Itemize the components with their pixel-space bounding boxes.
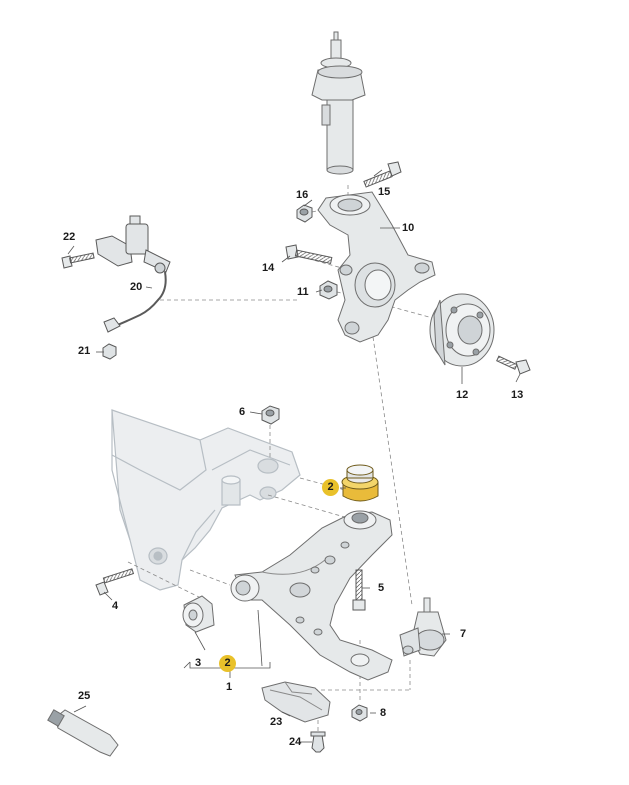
- nut-6: [261, 405, 280, 425]
- label-8: 8: [380, 707, 387, 719]
- label-3: 3: [195, 657, 202, 669]
- label-24: 24: [289, 736, 302, 748]
- bolt-14: [285, 244, 333, 265]
- label-13: 13: [511, 389, 524, 401]
- nut-16: [296, 204, 313, 223]
- label-4: 4: [112, 600, 119, 612]
- label-5: 5: [378, 582, 385, 594]
- label-25: 25: [78, 690, 91, 702]
- bolt-15: [363, 161, 402, 188]
- level-sensor: [95, 215, 171, 333]
- label-2b-highlighted: 2: [219, 655, 236, 672]
- nut-21: [102, 343, 117, 360]
- label-2-highlighted: 2: [322, 479, 339, 496]
- label-11: 11: [297, 286, 309, 298]
- nut-8: [351, 704, 368, 722]
- label-21: 21: [78, 345, 91, 357]
- label-23: 23: [270, 716, 283, 728]
- bushing-3: [182, 595, 215, 633]
- shield-plate: [261, 681, 331, 723]
- wheel-hub: [429, 293, 495, 367]
- control-arm: [230, 510, 393, 681]
- clip-24: [310, 731, 326, 753]
- subframe: [111, 409, 301, 591]
- label-15: 15: [378, 186, 391, 198]
- label-1: 1: [226, 681, 233, 693]
- label-7: 7: [460, 628, 467, 640]
- label-pointers: [67, 169, 521, 743]
- shock-strut: [311, 31, 366, 175]
- nut-11: [319, 280, 338, 300]
- label-10: 10: [402, 222, 415, 234]
- label-22: 22: [63, 231, 76, 243]
- label-14: 14: [262, 262, 275, 274]
- label-12: 12: [456, 389, 469, 401]
- bushing-2-highlighted: [341, 464, 379, 502]
- bolt-13: [496, 355, 531, 375]
- label-20: 20: [130, 281, 143, 293]
- bolt-5: [352, 569, 366, 611]
- grease-tube: [47, 709, 119, 757]
- label-6: 6: [239, 406, 246, 418]
- label-16: 16: [296, 189, 309, 201]
- bolt-22: [61, 252, 95, 269]
- bolt-4: [95, 568, 135, 596]
- steering-knuckle: [317, 191, 436, 343]
- ball-joint: [399, 597, 447, 657]
